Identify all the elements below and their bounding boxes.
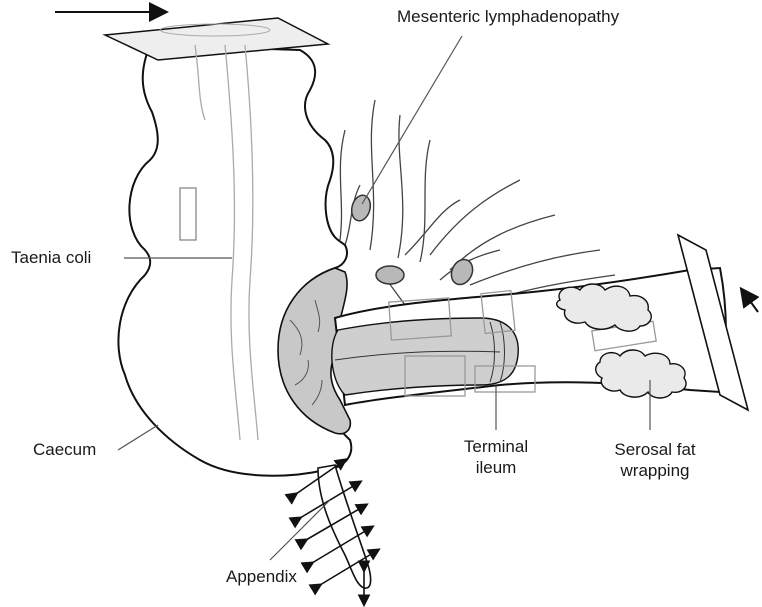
- lymph-nodes: [349, 193, 477, 288]
- label-mesenteric-lymphadenopathy: Mesenteric lymphadenopathy: [397, 7, 619, 27]
- label-terminal-ileum-2: ileum: [456, 458, 536, 478]
- label-serosal-fat-2: wrapping: [600, 461, 710, 481]
- label-appendix: Appendix: [226, 567, 297, 587]
- label-terminal-ileum-1: Terminal: [456, 437, 536, 457]
- label-serosal-fat-1: Serosal fat: [600, 440, 710, 460]
- leader-caecum: [118, 425, 158, 450]
- direction-arrow-right: [742, 290, 758, 312]
- label-taenia-coli: Taenia coli: [11, 248, 91, 268]
- leader-appendix: [270, 500, 330, 560]
- label-caecum: Caecum: [33, 440, 96, 460]
- leader-mesenteric: [362, 36, 462, 204]
